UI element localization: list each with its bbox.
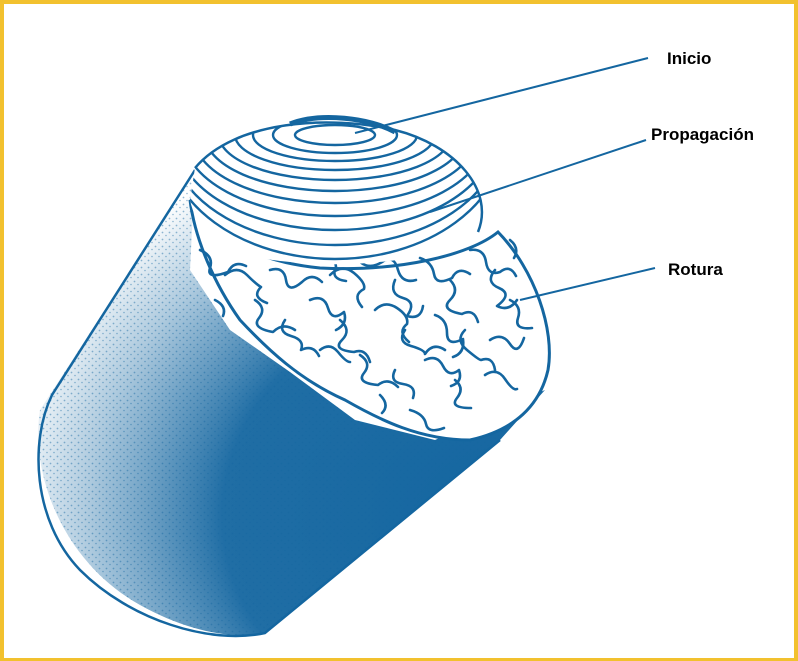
leader-line-rotura <box>520 268 655 300</box>
label-rotura: Rotura <box>668 260 723 279</box>
label-inicio: Inicio <box>667 49 711 68</box>
leader-line-inicio <box>355 58 648 133</box>
label-propagacion: Propagación <box>651 125 754 144</box>
propagation-zone <box>165 11 505 264</box>
